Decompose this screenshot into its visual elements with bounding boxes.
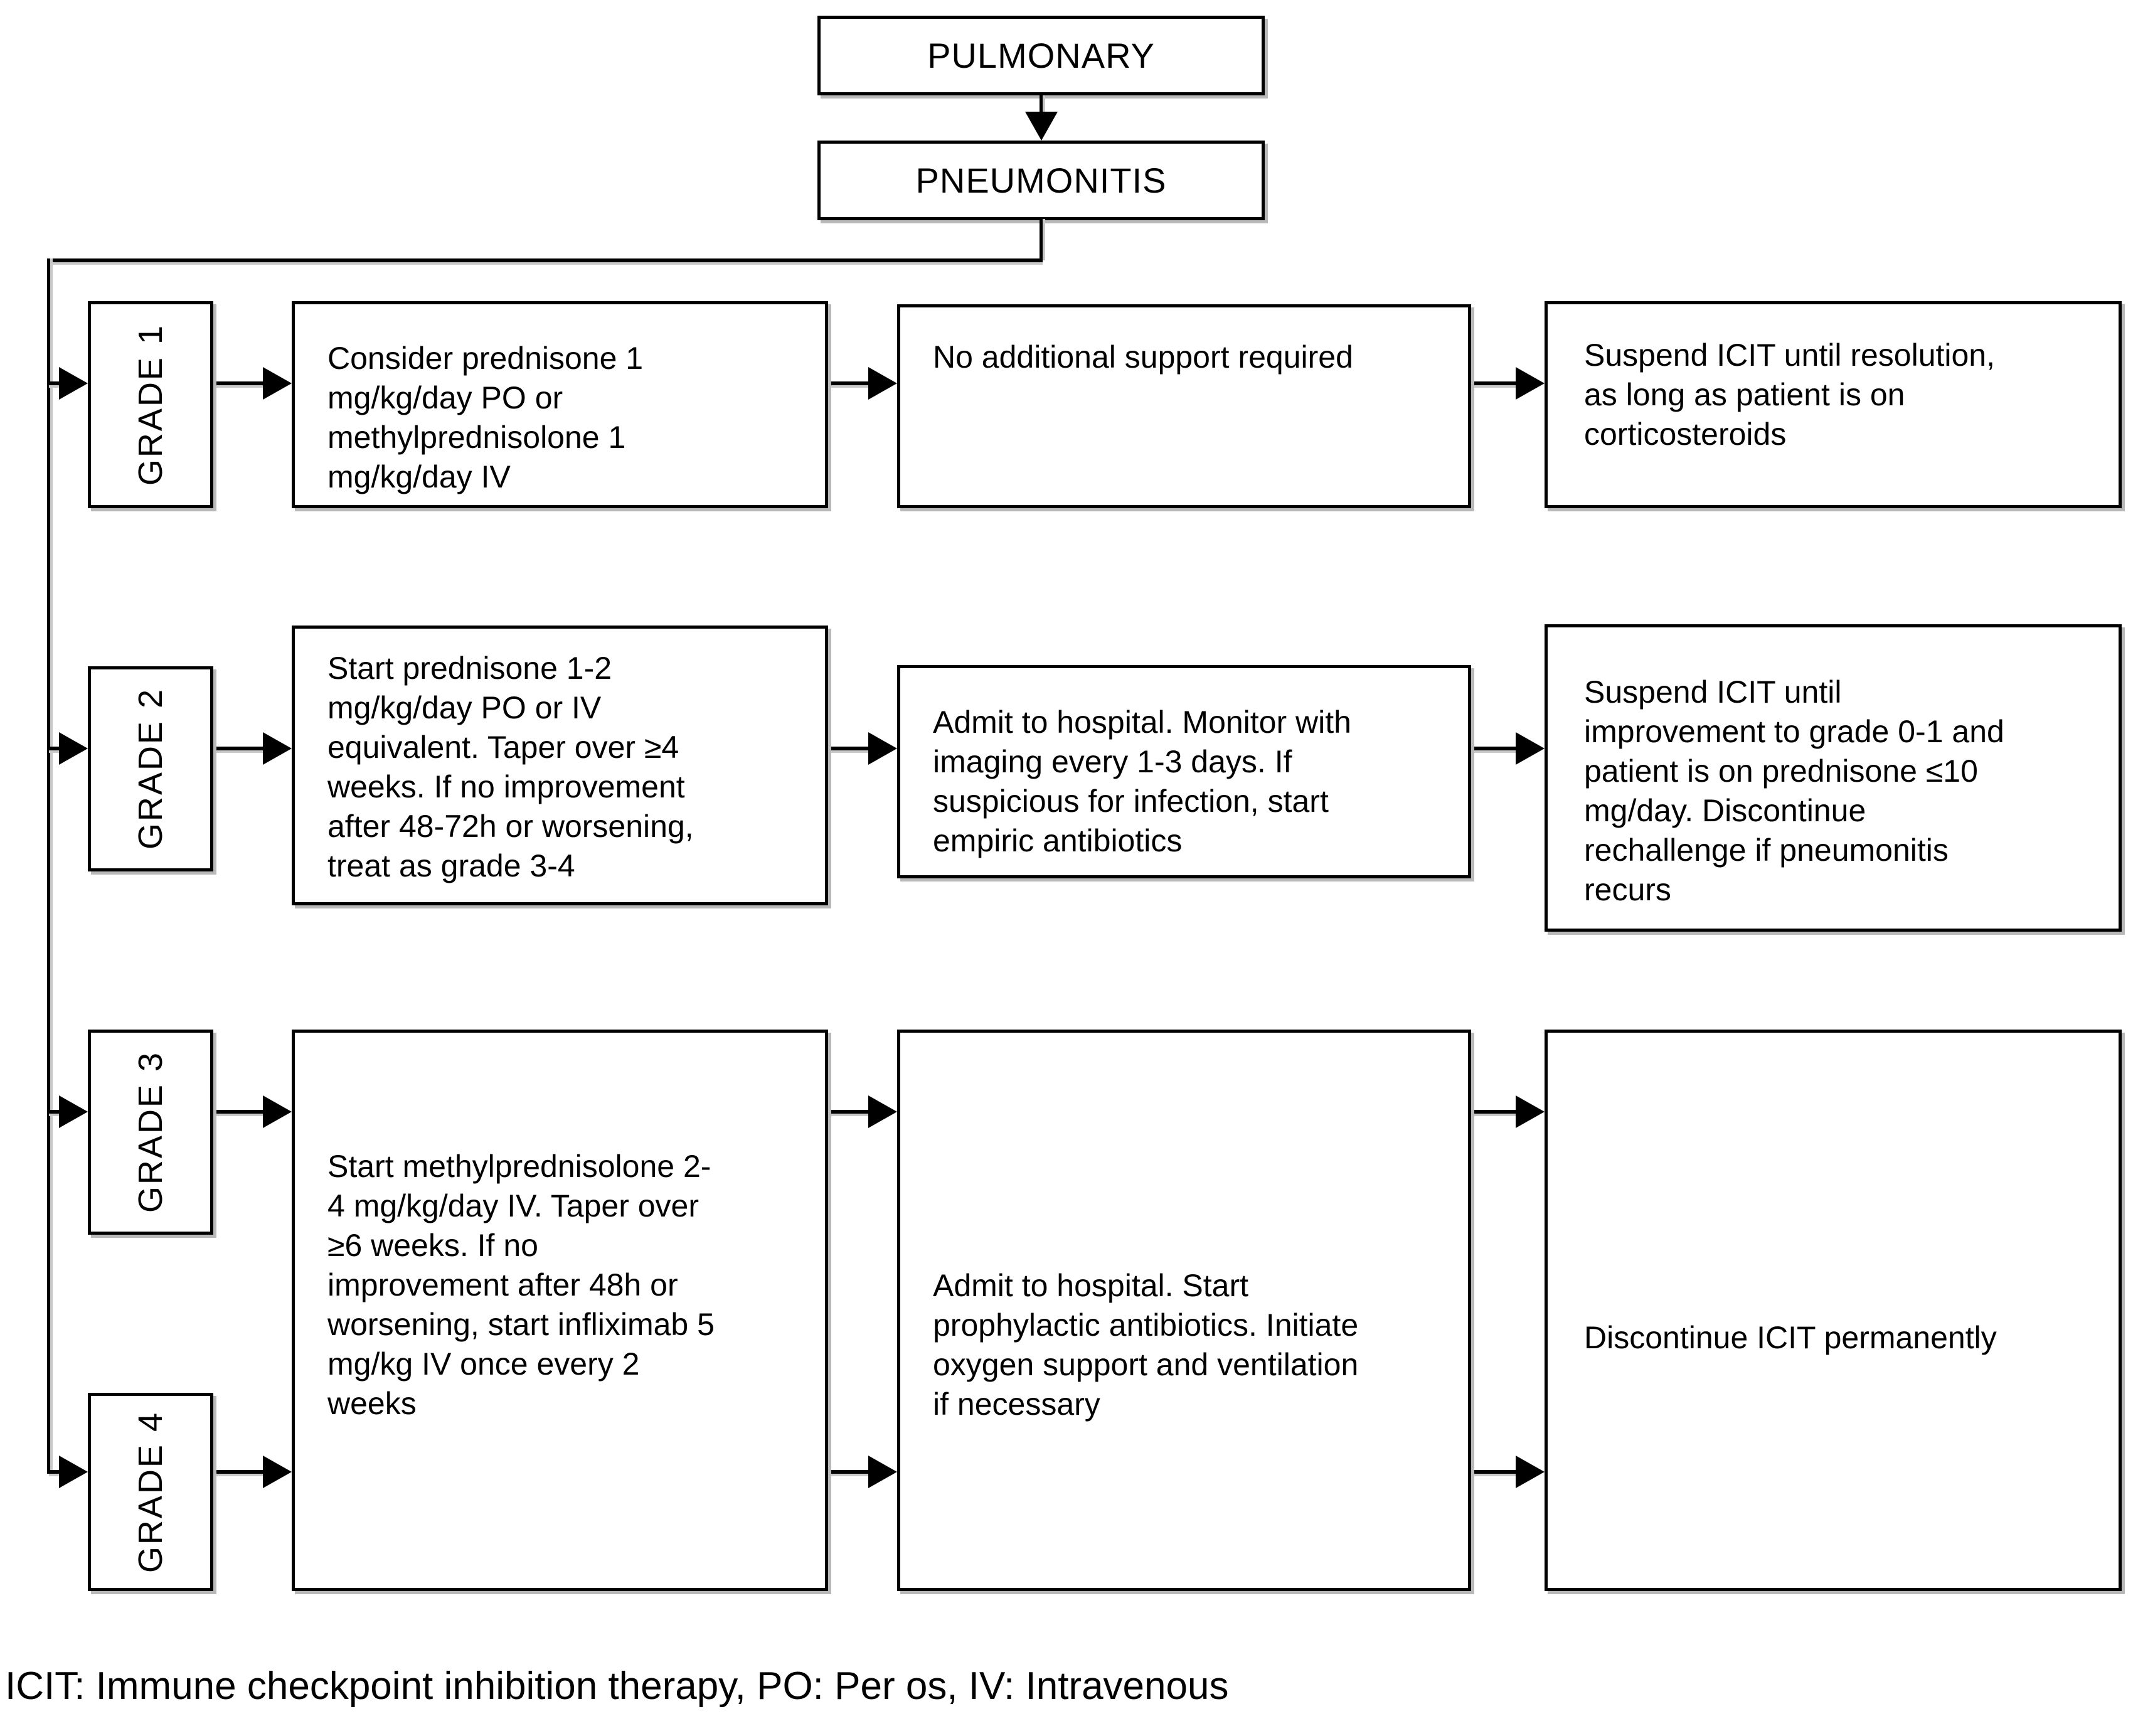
arrow-right-icon xyxy=(59,732,88,765)
arrow-right-icon xyxy=(59,367,88,400)
support-box-grade-2: Admit to hospital. Monitor with imaging … xyxy=(897,665,1471,878)
arrow-treatment-to-support-3-shaft xyxy=(828,1110,870,1114)
arrow-treatment-to-support-4-shaft xyxy=(828,1470,870,1474)
connector-stem xyxy=(1040,219,1043,260)
connector-trunk xyxy=(47,258,50,1474)
arrow-right-icon xyxy=(1516,367,1545,400)
icit-text-grade-2: Suspend ICIT until improvement to grade … xyxy=(1584,674,2004,907)
arrow-right-icon xyxy=(868,367,897,400)
icit-box-grade-2: Suspend ICIT until improvement to grade … xyxy=(1545,624,2122,932)
pulmonary-box: PULMONARY xyxy=(817,16,1265,95)
icit-box-grade-1: Suspend ICIT until resolution, as long a… xyxy=(1545,301,2122,508)
arrow-trunk-to-grade-3-shaft xyxy=(49,1110,61,1114)
arrow-support-to-icit-4-shaft xyxy=(1471,1470,1516,1474)
connector-horizontal xyxy=(47,258,1043,262)
arrow-down-icon xyxy=(1025,112,1058,141)
arrow-support-to-icit-3-shaft xyxy=(1471,1110,1516,1114)
support-text-grades-3-4: Admit to hospital. Start prophylactic an… xyxy=(933,1268,1359,1422)
grade-4-label: GRADE 4 xyxy=(132,1410,169,1574)
arrow-right-icon xyxy=(868,732,897,765)
grade-2-label: GRADE 2 xyxy=(132,688,169,850)
treatment-box-grades-3-4: Start methylprednisolone 2- 4 mg/kg/day … xyxy=(292,1030,828,1591)
legend-text: ICIT: Immune checkpoint inhibition thera… xyxy=(5,1664,1229,1708)
arrow-right-icon xyxy=(263,1095,292,1128)
arrow-support-to-icit-2-shaft xyxy=(1471,747,1516,750)
grade-3-label: GRADE 3 xyxy=(132,1051,169,1213)
arrow-right-icon xyxy=(59,1095,88,1128)
arrow-right-icon xyxy=(263,732,292,765)
arrow-right-icon xyxy=(868,1095,897,1128)
support-box-grades-3-4: Admit to hospital. Start prophylactic an… xyxy=(897,1030,1471,1591)
support-text-grade-2: Admit to hospital. Monitor with imaging … xyxy=(933,705,1351,858)
arrow-grade-1-to-treatment-shaft xyxy=(213,381,263,385)
arrow-right-icon xyxy=(263,1456,292,1488)
arrow-grade-3-to-treatment-shaft xyxy=(213,1110,263,1114)
icit-text-grades-3-4: Discontinue ICIT permanently xyxy=(1584,1320,1997,1355)
arrow-right-icon xyxy=(263,367,292,400)
grade-4-box: GRADE 4 xyxy=(88,1393,213,1591)
grade-2-box: GRADE 2 xyxy=(88,666,213,871)
grade-1-box: GRADE 1 xyxy=(88,301,213,508)
arrow-trunk-to-grade-1-shaft xyxy=(49,381,61,385)
treatment-box-grade-2: Start prednisone 1-2 mg/kg/day PO or IV … xyxy=(292,626,828,905)
support-text-grade-1: No additional support required xyxy=(933,339,1353,375)
arrow-pulmonary-to-pneumonitis-shaft xyxy=(1040,95,1043,114)
treatment-text-grades-3-4: Start methylprednisolone 2- 4 mg/kg/day … xyxy=(327,1149,715,1421)
arrow-treatment-to-support-1-shaft xyxy=(828,381,870,385)
arrow-grade-4-to-treatment-shaft xyxy=(213,1470,263,1474)
pneumonitis-box: PNEUMONITIS xyxy=(817,141,1265,220)
grade-3-box: GRADE 3 xyxy=(88,1030,213,1235)
support-box-grade-1: No additional support required xyxy=(897,304,1471,508)
icit-text-grade-1: Suspend ICIT until resolution, as long a… xyxy=(1584,338,1996,452)
arrow-trunk-to-grade-4-shaft xyxy=(49,1470,61,1474)
icit-box-grades-3-4: Discontinue ICIT permanently xyxy=(1545,1030,2122,1591)
arrow-right-icon xyxy=(868,1456,897,1488)
arrow-grade-2-to-treatment-shaft xyxy=(213,747,263,750)
arrow-right-icon xyxy=(1516,1456,1545,1488)
arrow-trunk-to-grade-2-shaft xyxy=(49,747,61,750)
pulmonary-label: PULMONARY xyxy=(927,36,1155,75)
arrow-treatment-to-support-2-shaft xyxy=(828,747,870,750)
pneumonitis-label: PNEUMONITIS xyxy=(915,161,1167,200)
grade-1-label: GRADE 1 xyxy=(132,323,169,486)
arrow-support-to-icit-1-shaft xyxy=(1471,381,1516,385)
arrow-right-icon xyxy=(1516,732,1545,765)
arrow-right-icon xyxy=(59,1456,88,1488)
treatment-text-grade-1: Consider prednisone 1 mg/kg/day PO or me… xyxy=(327,341,644,494)
arrow-right-icon xyxy=(1516,1095,1545,1128)
treatment-box-grade-1: Consider prednisone 1 mg/kg/day PO or me… xyxy=(292,301,828,508)
treatment-text-grade-2: Start prednisone 1-2 mg/kg/day PO or IV … xyxy=(327,651,694,883)
